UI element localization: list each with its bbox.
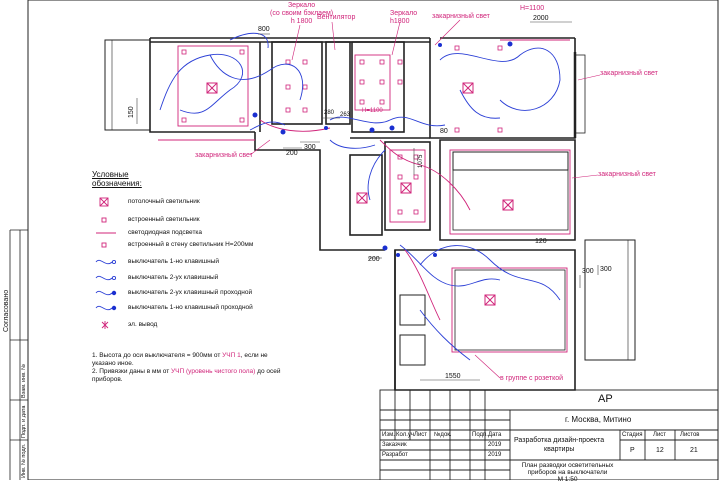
- title-project: Разработка дизайн-проекта квартиры: [514, 437, 605, 453]
- tb-role: Разработ: [382, 452, 408, 458]
- side-label-replace: Взам. инв. №: [21, 363, 27, 398]
- dim-263: 263: [340, 112, 351, 118]
- dim-1550: 1550: [445, 373, 461, 380]
- tb-stage: Р: [630, 447, 635, 454]
- switches: [252, 41, 513, 257]
- dim-300a: 300: [304, 144, 316, 151]
- legend-item: эл. вывод: [128, 321, 158, 328]
- dim-2000: 2000: [533, 15, 549, 22]
- callout-cornice-top: закарнизный свет: [432, 13, 490, 20]
- legend-item: встроенный в стену светильник H=200мм: [128, 241, 254, 248]
- legend-item: встроенный светильник: [128, 216, 200, 223]
- dimension-lines: [136, 21, 599, 381]
- tb-sheets-header: Листов: [680, 432, 700, 438]
- side-label-approved: Согласовано: [3, 289, 10, 332]
- dim-200b: 200: [368, 256, 380, 263]
- tb-year: 2019: [488, 452, 502, 458]
- dim-150: 150: [128, 106, 135, 118]
- tb-header: Кол.уч: [396, 432, 414, 438]
- callout-cornice-right2: закарнизный свет: [598, 171, 656, 178]
- callout-socket-group: в группе с розеткой: [500, 375, 564, 382]
- dim-300b: 300: [582, 268, 594, 275]
- legend-item: выключатель 2-ух клавишный проходной: [128, 289, 253, 296]
- callout-h1100-mid: H=1100: [362, 108, 383, 114]
- callout-cornice-right1: закарнизный свет: [600, 70, 658, 77]
- legend-item: выключатель 1-но клавишный: [128, 258, 220, 265]
- title-location: г. Москва, Митино: [565, 415, 632, 424]
- legend-item: потолочный светильник: [128, 198, 200, 205]
- notes: 1. Высота до оси выключателя = 900мм от …: [92, 352, 281, 383]
- legend-item: светодиодная подсветка: [128, 229, 203, 236]
- legend-item: выключатель 2-ух клавишный: [128, 274, 219, 281]
- dim-80: 80: [440, 128, 448, 135]
- dim-120: 120: [535, 238, 547, 245]
- tb-header: Лист: [414, 432, 428, 438]
- side-label-sign: Подп. и дата: [21, 405, 27, 438]
- tb-role: Заказчик: [382, 442, 407, 448]
- tb-header: №док.: [434, 432, 452, 438]
- ceiling-lights: [206, 82, 514, 306]
- tb-sheets: 21: [690, 447, 698, 454]
- tb-header: Изм.: [382, 432, 395, 438]
- callout-leaders: [249, 19, 601, 379]
- tb-sheet: 12: [656, 447, 664, 454]
- dim-1075: 1075: [418, 154, 424, 168]
- tb-year: 2019: [488, 442, 502, 448]
- dim-280: 280: [324, 110, 335, 116]
- tb-stage-header: Стадия: [622, 432, 643, 438]
- legend-symbols: [95, 197, 117, 329]
- tb-header: Дата: [488, 432, 502, 438]
- tb-header: Подп.: [472, 432, 488, 438]
- walls: [104, 37, 636, 391]
- dim-200a: 200: [286, 150, 298, 157]
- led-strips: [158, 39, 571, 353]
- tb-sheet-header: Лист: [653, 432, 667, 438]
- legend-item: выключатель 1-но клавишный проходной: [128, 304, 253, 311]
- callout-h1100-top: H=1100: [520, 5, 545, 12]
- callout-mirror: Зеркало h1800: [390, 10, 418, 25]
- wiring: [159, 32, 561, 361]
- spot-lights: [181, 45, 503, 215]
- dim-300c: 300: [600, 266, 612, 273]
- side-label-inv: Инв. № подл.: [21, 443, 27, 478]
- legend-title: Условные обозначения:: [92, 170, 142, 188]
- callout-cornice-left: закарнизный свет: [195, 152, 253, 159]
- title-code: АР: [598, 393, 613, 405]
- callout-mirror-backlit: Зеркало (со своим бэклаем) h 1800: [270, 2, 334, 25]
- dim-800: 800: [258, 26, 270, 33]
- callout-fan: Вентилятор: [317, 14, 356, 21]
